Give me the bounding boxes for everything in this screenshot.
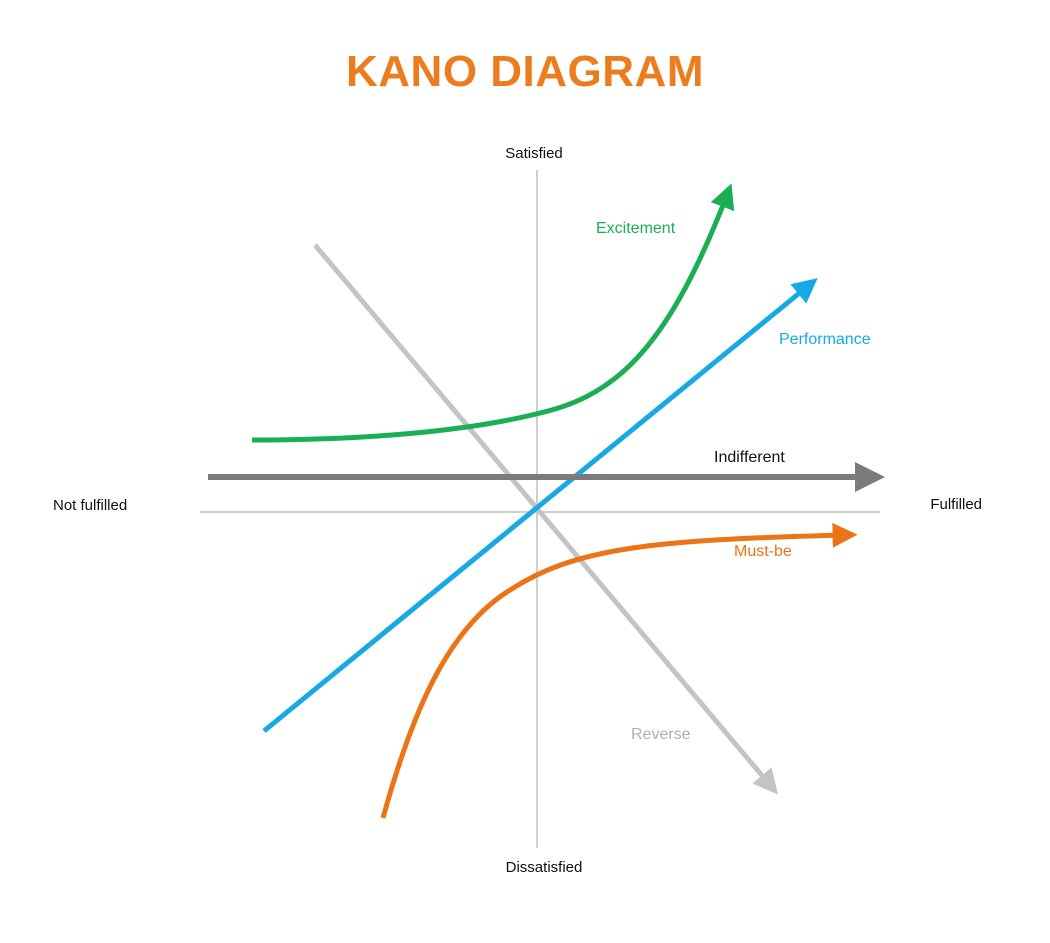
performance-curve (262, 278, 818, 733)
reverse-curve (313, 243, 779, 795)
excitement-label: Excitement (596, 220, 676, 237)
performance-label: Performance (779, 331, 871, 348)
must-be-label: Must-be (734, 543, 792, 560)
excitement-curve (251, 183, 735, 443)
page-title: KANO DIAGRAM (346, 47, 704, 96)
axis-label-not-fulfilled: Not fulfilled (53, 497, 127, 514)
axis-label-dissatisfied: Dissatisfied (506, 859, 583, 876)
indifferent-label: Indifferent (714, 449, 785, 466)
axis-label-satisfied: Satisfied (505, 145, 563, 162)
axis-label-fulfilled: Fulfilled (930, 496, 982, 513)
must-be-curve (380, 522, 858, 819)
reverse-label: Reverse (631, 726, 691, 743)
